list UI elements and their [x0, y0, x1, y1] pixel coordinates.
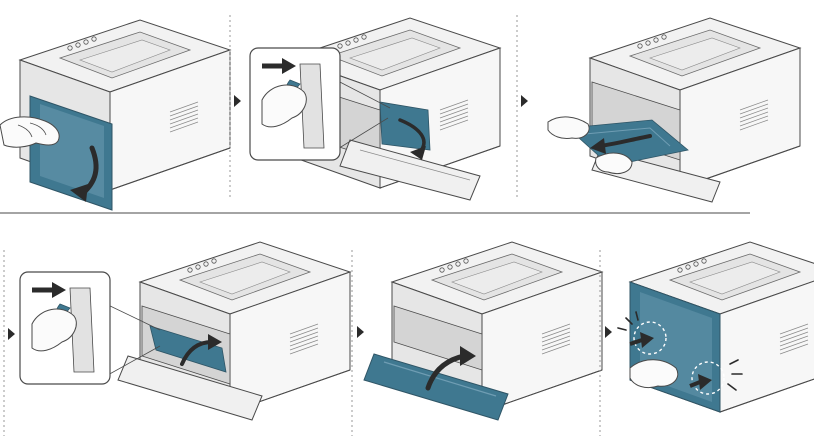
step-3-pull-out-jammed-paper [547, 17, 801, 203]
step-4-return-fuser-lever [19, 241, 351, 421]
step-arrow-icon [234, 95, 241, 107]
motion-arrow-icon [590, 134, 652, 154]
zoom-callout-icon [19, 271, 111, 385]
step-2-release-fuser-lever [249, 17, 501, 201]
front-cover [363, 353, 509, 421]
fuser-unit [379, 101, 431, 151]
fuser-unit [149, 325, 227, 373]
step-arrow-icon [357, 326, 364, 338]
motion-arrow-icon [629, 332, 712, 390]
step-arrow-icon [8, 328, 15, 340]
zoom-callout-icon [249, 47, 341, 161]
motion-arrow-icon [398, 118, 426, 160]
click-burst-icon [617, 311, 743, 391]
front-cover-open [117, 355, 263, 421]
jammed-paper [567, 119, 689, 167]
step-6-press-cover-until-click [617, 241, 814, 413]
step-arrow-icon [521, 95, 528, 107]
hand-icon [547, 116, 633, 175]
step-5-close-front-cover [363, 241, 603, 421]
motion-arrow-icon [70, 145, 99, 202]
motion-arrow-icon [425, 346, 476, 391]
step-1-open-front-cover [0, 19, 231, 211]
motion-arrow-icon [180, 334, 222, 366]
front-cover-open [339, 139, 481, 201]
step-arrow-icon [605, 326, 612, 338]
hand-icon [629, 359, 679, 389]
